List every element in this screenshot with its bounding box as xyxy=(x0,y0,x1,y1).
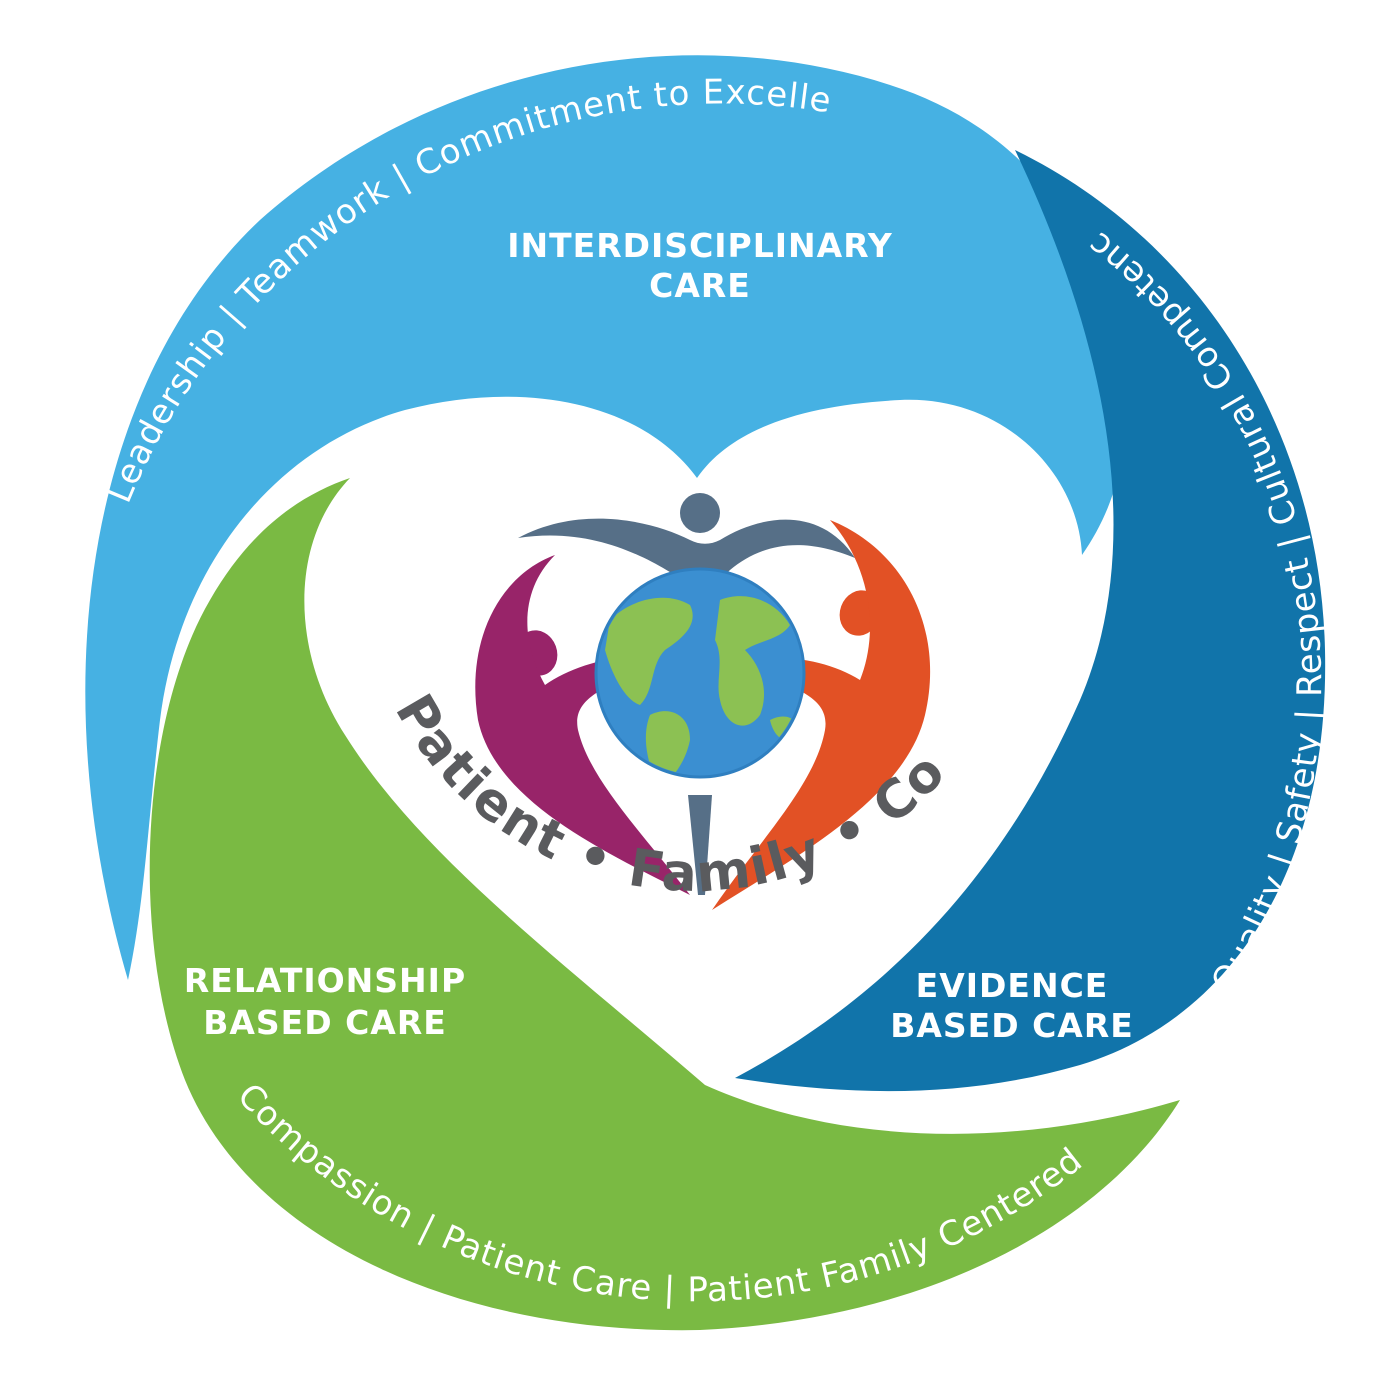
relationship-title-line2: BASED CARE xyxy=(203,1003,447,1042)
interdisciplinary-segment xyxy=(85,55,1125,980)
relationship-title-line1: RELATIONSHIP xyxy=(184,961,466,1000)
heart-icon xyxy=(475,493,931,910)
globe-icon xyxy=(594,567,806,779)
relationship-segment xyxy=(149,478,1180,1331)
evidence-title-line2: BASED CARE xyxy=(890,1006,1134,1045)
evidence-title-line1: EVIDENCE xyxy=(916,966,1109,1005)
person-figure-icon xyxy=(690,520,931,910)
interdisciplinary-title-line2: CARE xyxy=(649,266,751,305)
person-figure-icon xyxy=(518,493,855,895)
person-figure-icon xyxy=(475,555,705,895)
interdisciplinary-title-line1: INTERDISCIPLINARY xyxy=(507,226,893,265)
evidence-segment xyxy=(735,150,1326,1092)
